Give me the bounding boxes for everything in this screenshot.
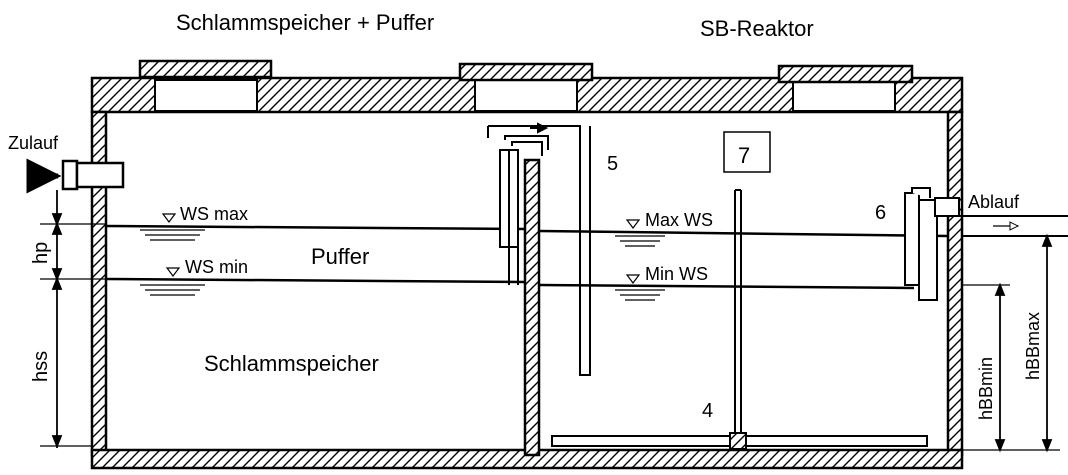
max-ws-line xyxy=(538,229,949,238)
number-6: 6 xyxy=(875,202,886,224)
dimension-right xyxy=(962,233,1060,453)
number-7: 7 xyxy=(738,143,750,168)
dimension-left xyxy=(40,190,106,449)
aerator xyxy=(551,189,928,450)
outlet-pipe xyxy=(904,187,1068,301)
max-ws-label: Max WS xyxy=(645,210,713,230)
outlet-label: Ablauf xyxy=(968,192,1020,212)
water-symbol-min-ws xyxy=(615,274,665,301)
title-right: SB-Reaktor xyxy=(700,16,814,41)
title-left: Schlammspeicher + Puffer xyxy=(176,10,434,35)
buffer-label: Puffer xyxy=(311,244,369,269)
ws-max-label: WS max xyxy=(180,204,248,224)
inlet-pipe xyxy=(26,158,125,194)
transfer-pipe xyxy=(487,122,591,376)
water-symbol-ws-max xyxy=(140,213,205,241)
sludge-store-label: Schlammspeicher xyxy=(204,351,379,376)
ws-min-line xyxy=(105,277,526,284)
dim-hp-label: hp xyxy=(30,242,52,264)
water-symbol-ws-min xyxy=(140,267,205,296)
number-5: 5 xyxy=(607,153,618,175)
ws-max-line xyxy=(105,224,526,231)
box-7-frame xyxy=(723,131,771,173)
ws-min-label: WS min xyxy=(185,257,248,277)
water-symbol-max-ws xyxy=(615,219,665,247)
dim-hbbmax-label: hBBmax xyxy=(1023,312,1043,380)
dim-hbbmin-label: hBBmin xyxy=(976,357,996,420)
tank-walls xyxy=(90,110,964,470)
min-ws-label: Min WS xyxy=(645,264,708,284)
dim-hss-label: hss xyxy=(30,351,52,382)
manhole-covers xyxy=(138,59,914,84)
number-4: 4 xyxy=(702,400,713,422)
inlet-label: Zulauf xyxy=(8,133,59,153)
min-ws-line xyxy=(538,283,915,290)
